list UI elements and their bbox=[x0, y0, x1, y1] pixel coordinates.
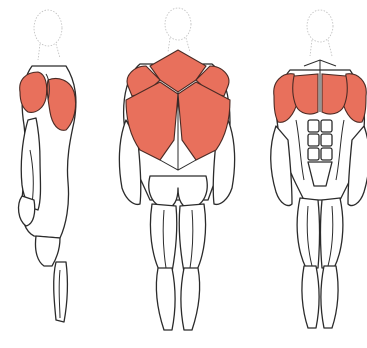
side-head-sketch bbox=[34, 10, 62, 46]
front-head-sketch bbox=[307, 10, 333, 42]
side-lower-leg bbox=[54, 262, 68, 322]
figure-side-view bbox=[19, 10, 76, 322]
back-left-calf bbox=[156, 268, 175, 330]
front-neck-sketch bbox=[310, 40, 332, 56]
side-neck-sketch bbox=[38, 44, 60, 60]
side-hand bbox=[19, 196, 35, 226]
figure-front-view bbox=[271, 10, 367, 328]
front-right-shin bbox=[321, 266, 338, 328]
back-head-sketch bbox=[165, 8, 191, 40]
front-left-shin bbox=[302, 266, 319, 328]
back-glutes bbox=[149, 176, 207, 208]
side-deltoid bbox=[20, 72, 47, 112]
back-right-calf bbox=[181, 268, 200, 330]
figure-back-view bbox=[119, 8, 234, 330]
